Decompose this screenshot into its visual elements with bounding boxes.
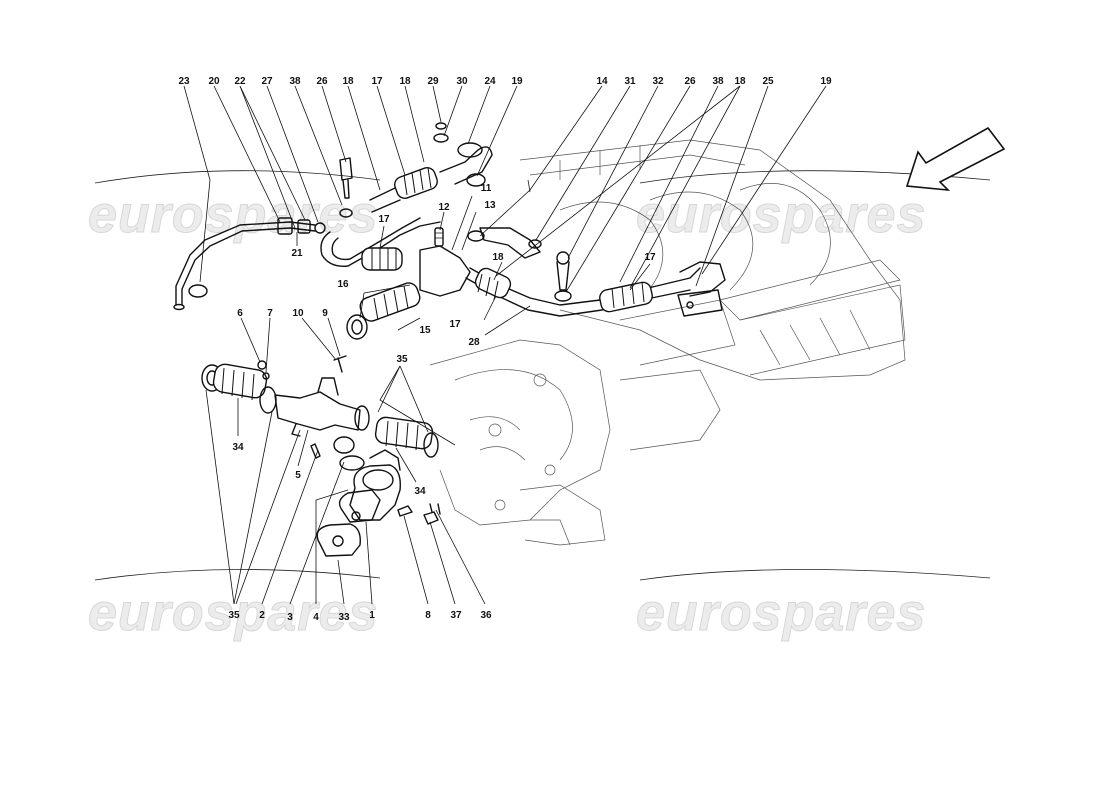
callout-34: 34	[232, 442, 244, 453]
callout-1: 1	[369, 610, 375, 621]
callout-37: 37	[450, 610, 462, 621]
callout-19: 19	[820, 76, 832, 87]
callout-6: 6	[237, 308, 243, 319]
callout-18: 18	[399, 76, 411, 87]
callout-17: 17	[378, 214, 390, 225]
callout-24: 24	[484, 76, 496, 87]
callout-18: 18	[734, 76, 746, 87]
callout-2: 2	[259, 610, 265, 621]
arrow-down-left-icon	[905, 126, 1006, 192]
callout-33: 33	[338, 612, 350, 623]
callout-17: 17	[449, 319, 461, 330]
callout-32: 32	[652, 76, 664, 87]
upper-hose-assembly	[173, 122, 726, 340]
watermark-top-right: eurospares	[636, 186, 926, 244]
callout-38: 38	[712, 76, 724, 87]
callout-17: 17	[644, 252, 656, 263]
callout-26: 26	[316, 76, 328, 87]
callout-29: 29	[427, 76, 439, 87]
callout-labels: 23 20 22 27 38 26 18 17 18 29 30 24 19 1…	[178, 76, 832, 623]
callout-9: 9	[322, 308, 328, 319]
callout-15: 15	[419, 325, 431, 336]
callout-38: 38	[289, 76, 301, 87]
lower-hose-assembly	[201, 355, 441, 557]
callout-19: 19	[511, 76, 523, 87]
callout-11: 11	[481, 183, 492, 194]
callout-22: 22	[234, 76, 246, 87]
callout-21: 21	[291, 248, 303, 259]
callout-35: 35	[228, 610, 240, 621]
callout-34: 34	[414, 486, 426, 497]
callout-7: 7	[267, 308, 273, 319]
callout-16: 16	[337, 279, 349, 290]
leader-lines	[183, 85, 827, 605]
callout-3: 3	[287, 612, 293, 623]
watermark-top-left: eurospares	[88, 186, 378, 244]
callout-4: 4	[313, 612, 319, 623]
callout-12: 12	[438, 202, 450, 213]
callout-36: 36	[480, 610, 492, 621]
callout-5: 5	[295, 470, 301, 481]
callout-31: 31	[624, 76, 636, 87]
callout-8: 8	[425, 610, 431, 621]
callout-20: 20	[208, 76, 220, 87]
callout-25: 25	[762, 76, 774, 87]
callout-35: 35	[396, 354, 408, 365]
callout-18: 18	[342, 76, 354, 87]
callout-30: 30	[456, 76, 468, 87]
engine-block-outline	[429, 139, 906, 546]
callout-18: 18	[492, 252, 504, 263]
callout-27: 27	[261, 76, 273, 87]
callout-17: 17	[371, 76, 383, 87]
callout-26: 26	[684, 76, 696, 87]
watermark-bottom-right: eurospares	[636, 584, 926, 642]
callout-10: 10	[292, 308, 304, 319]
callout-14: 14	[596, 76, 608, 87]
callout-13: 13	[484, 200, 496, 211]
callout-28: 28	[468, 337, 480, 348]
watermarks: eurospares eurospares eurospares eurospa…	[88, 170, 991, 643]
callout-23: 23	[178, 76, 190, 87]
